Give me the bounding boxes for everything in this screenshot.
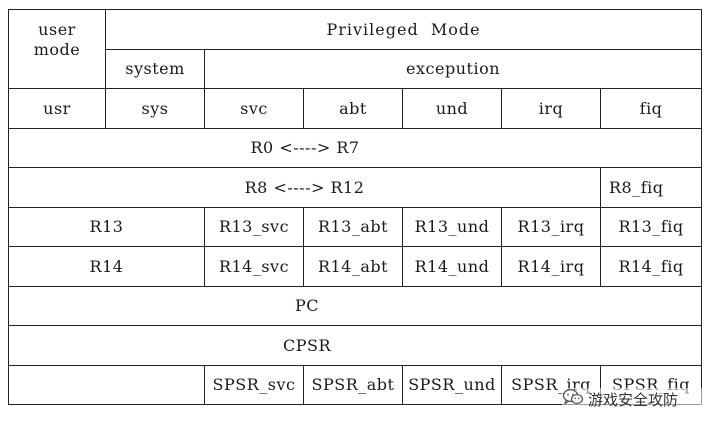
r0-r7-cell: R0 <----> R7 (7, 127, 703, 168)
r13-shared-cell: R13 (8, 206, 205, 247)
system-header: system (105, 48, 205, 89)
r13-abt-cell: R13_abt (303, 206, 403, 247)
user-mode-header: user mode (8, 9, 106, 89)
mode-usr: usr (8, 88, 106, 129)
wechat-icon (562, 388, 584, 410)
r14-fiq-cell: R14_fiq (599, 246, 703, 287)
spsr-svc-cell: SPSR_svc (204, 364, 304, 405)
mode-fiq: fiq (599, 88, 703, 129)
mode-abt: abt (303, 88, 403, 129)
r14-svc-cell: R14_svc (204, 246, 304, 287)
mode-irq: irq (501, 88, 601, 129)
cpsr-cell: CPSR (7, 325, 703, 366)
exception-header: excepution (203, 48, 703, 89)
spsr-shared-cell (8, 364, 205, 405)
mode-sys: sys (105, 88, 205, 129)
register-table: user mode Privileged Mode system exceput… (7, 9, 703, 405)
r14-shared-cell: R14 (8, 246, 205, 287)
spsr-abt-cell: SPSR_abt (303, 364, 403, 405)
r13-und-cell: R13_und (402, 206, 502, 247)
r13-irq-cell: R13_irq (501, 206, 601, 247)
mode-und: und (402, 88, 502, 129)
user-mode-label: user mode (33, 20, 81, 59)
r13-svc-cell: R13_svc (204, 206, 304, 247)
privileged-mode-header: Privileged Mode (104, 9, 703, 50)
mode-svc: svc (204, 88, 304, 129)
spsr-und-cell: SPSR_und (402, 364, 502, 405)
r13-fiq-cell: R13_fiq (599, 206, 703, 247)
r8-r12-cell: R8 <----> R12 (8, 167, 601, 208)
r14-irq-cell: R14_irq (501, 246, 601, 287)
r14-und-cell: R14_und (402, 246, 502, 287)
r14-abt-cell: R14_abt (303, 246, 403, 287)
watermark: 游戏安全攻防 (562, 388, 707, 410)
watermark-text: 游戏安全攻防 (588, 390, 679, 409)
pc-cell: PC (7, 285, 703, 326)
mode-row: usr sys svc abt und irq fiq (8, 88, 703, 129)
r8-fiq-cell: R8_fiq (599, 167, 703, 208)
